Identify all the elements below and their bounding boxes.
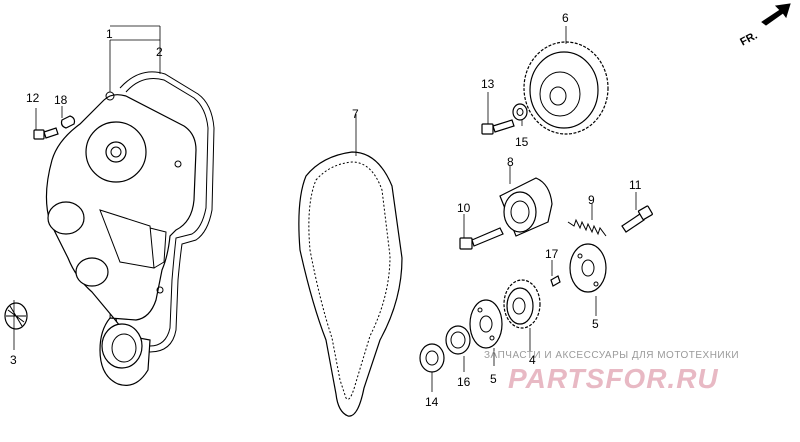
part-5-guide-plate-right (569, 243, 607, 293)
part-10-bolt (459, 227, 504, 250)
callout-10: 10 (457, 201, 471, 215)
callout-14: 14 (425, 395, 439, 409)
part-3-cap (4, 302, 28, 330)
part-1-timing-cover (45, 91, 197, 386)
callout-6: 6 (562, 11, 569, 25)
part-18-collar (60, 115, 76, 129)
watermark: ЗАПЧАСТИ И АКСЕССУАРЫ ДЛЯ МОТОТЕХНИКИ PA… (484, 350, 739, 394)
part-5-guide-plate-left (469, 299, 503, 349)
part-6-cam-pulley (523, 41, 609, 135)
callout-13: 13 (481, 77, 495, 91)
callout-5-left: 5 (490, 372, 497, 386)
callout-4: 4 (529, 353, 536, 367)
callout-9: 9 (588, 193, 595, 207)
part-12-bolt (33, 127, 59, 140)
part-13-bolt (481, 119, 515, 135)
part-8-tensioner (499, 177, 553, 237)
callout-12: 12 (26, 91, 40, 105)
callout-3: 3 (10, 353, 17, 367)
leader-lines (13, 25, 637, 392)
watermark-logo: PARTSFOR.RU (508, 363, 719, 394)
callout-5-right: 5 (592, 317, 599, 331)
part-11-bolt (621, 205, 653, 233)
front-direction-indicator: FR. (738, 3, 791, 49)
part-14-oil-seal (419, 343, 445, 373)
callout-2: 2 (156, 45, 163, 59)
callout-7: 7 (352, 107, 359, 121)
part-9-spring (567, 218, 607, 237)
callout-17: 17 (545, 247, 559, 261)
callout-11: 11 (629, 178, 642, 192)
callout-8: 8 (507, 155, 514, 169)
callout-1: 1 (106, 27, 113, 41)
part-16-washer (445, 325, 471, 355)
watermark-tagline: ЗАПЧАСТИ И АКСЕССУАРЫ ДЛЯ МОТОТЕХНИКИ (484, 350, 739, 361)
callout-labels: 1 2 3 4 5 5 6 7 8 9 10 11 12 13 14 15 16… (10, 11, 642, 409)
front-arrow-icon (761, 3, 791, 26)
front-direction-label: FR. (738, 30, 759, 49)
callout-16: 16 (457, 375, 471, 389)
part-17-key (550, 275, 561, 287)
part-4-crank-pulley (503, 279, 541, 329)
part-7-timing-belt (298, 151, 403, 417)
callout-18: 18 (54, 93, 68, 107)
part-15-washer (512, 103, 528, 121)
callout-15: 15 (515, 135, 529, 149)
